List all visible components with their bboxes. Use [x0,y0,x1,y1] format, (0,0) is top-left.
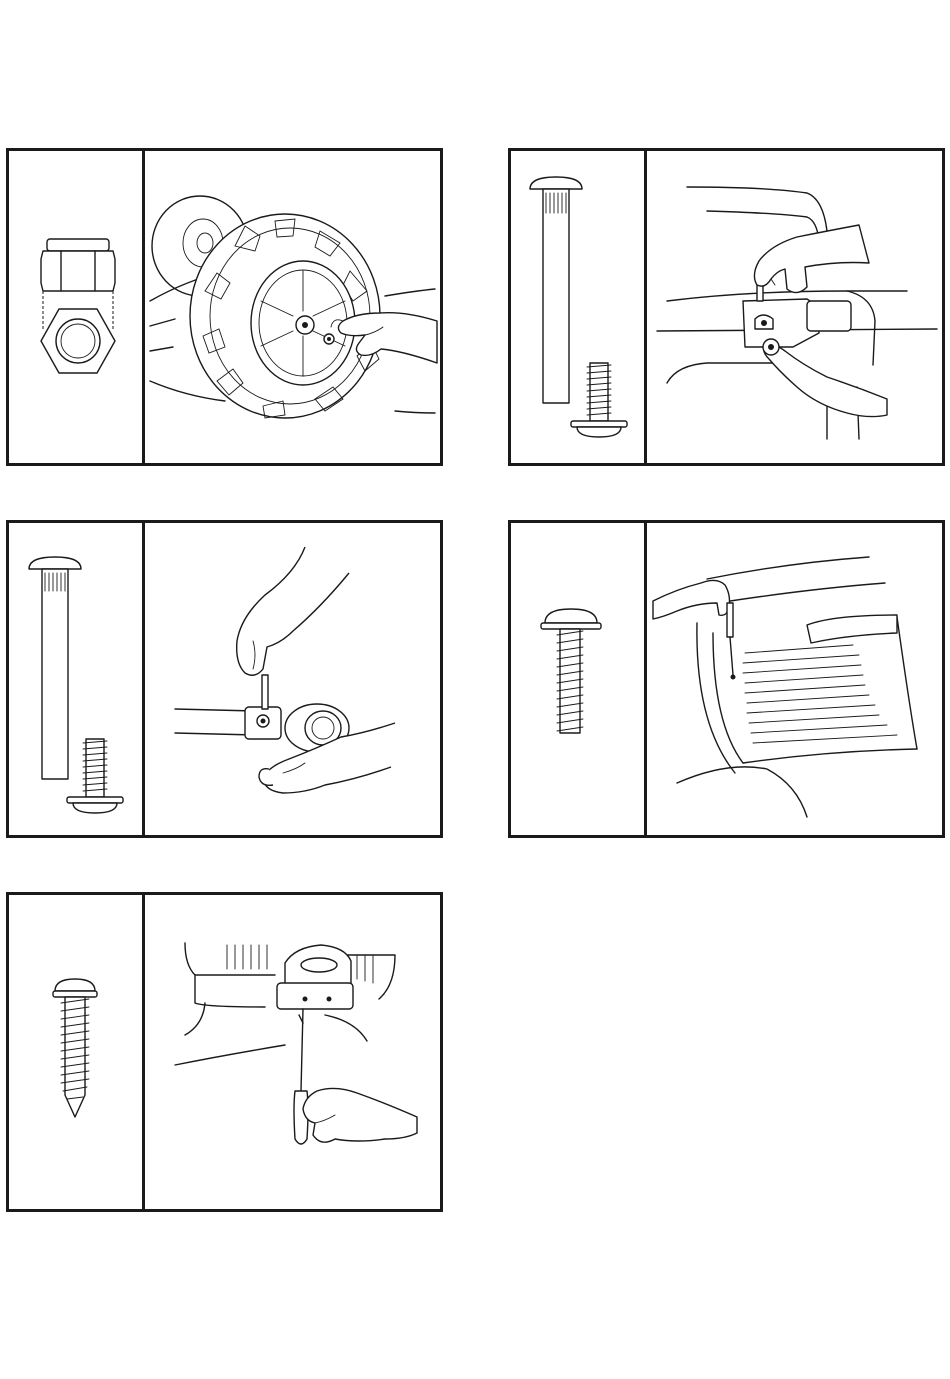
hardware-cell [9,523,145,835]
scene-cell [145,895,440,1209]
wheel-nut-install-icon [145,151,440,463]
scene-cell [647,523,942,835]
hex-key-tighten-icon [145,523,440,835]
hardware-cell [511,523,647,835]
scene-cell [145,151,440,463]
dashboard-screw-icon [647,523,942,835]
bracket-bolt-install-icon [647,151,942,463]
instruction-panel-4 [508,520,945,838]
underbody-screwdriver-icon [145,895,440,1209]
long-bolt-and-short-screw-icon [9,523,142,835]
instruction-panel-2 [508,148,945,466]
scene-cell [647,151,942,463]
scene-cell [145,523,440,835]
long-bolt-and-short-screw-icon [511,151,644,463]
hardware-cell [9,151,145,463]
instruction-panel-5 [6,892,443,1212]
machine-screw-icon [511,523,644,835]
self-tapping-screw-icon [9,895,142,1209]
hardware-cell [9,895,145,1209]
lock-nut-icon [9,151,142,463]
instruction-panel-1 [6,148,443,466]
hardware-cell [511,151,647,463]
instruction-panel-3 [6,520,443,838]
